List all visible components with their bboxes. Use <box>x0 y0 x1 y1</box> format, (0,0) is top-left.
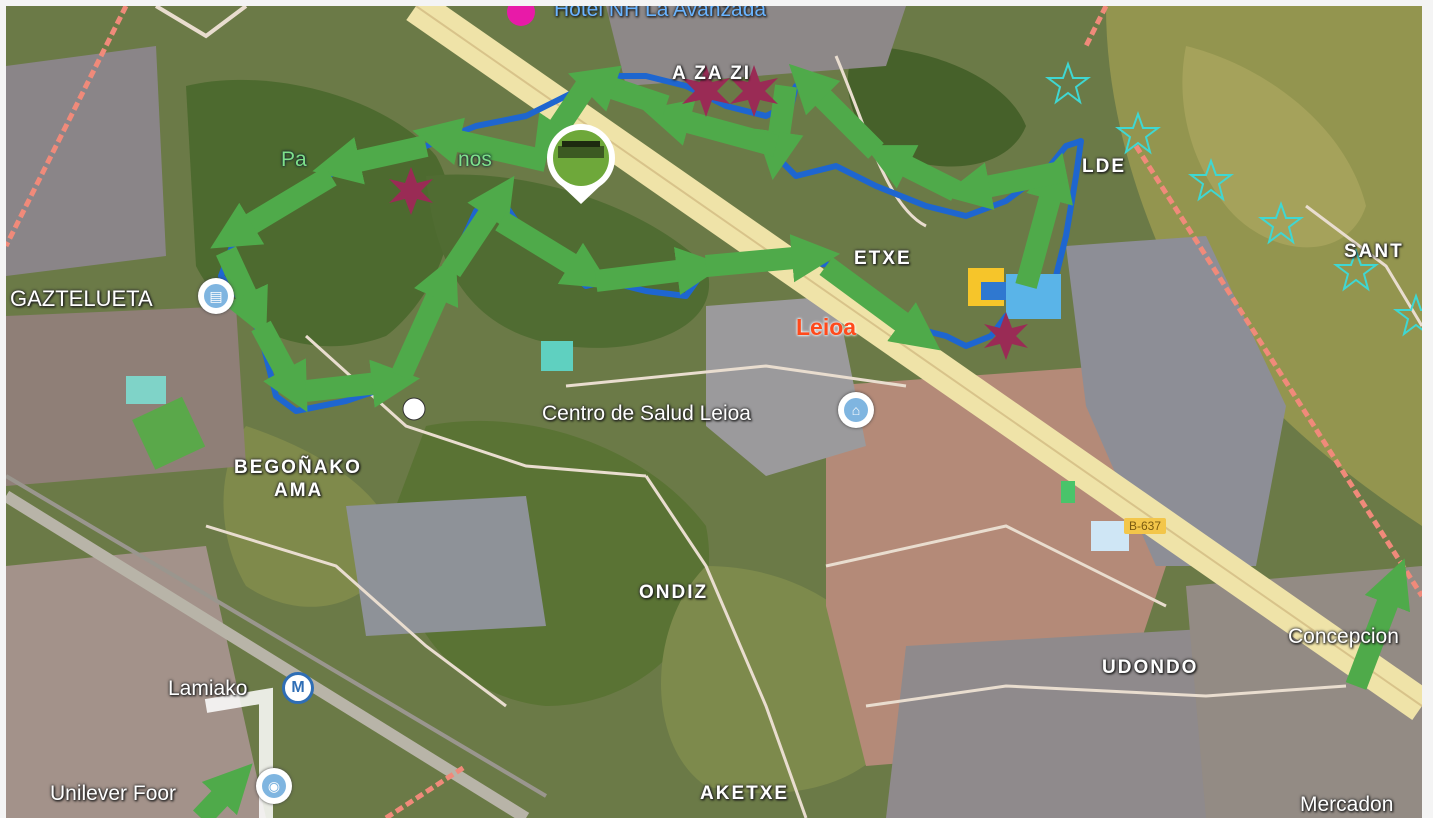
pool <box>541 341 573 371</box>
district-label-aketxe: AKETXE <box>700 783 790 804</box>
district-label-gaztelueta: GAZTELUETA <box>10 286 153 311</box>
maroon-star-icon <box>389 167 433 215</box>
route-segment <box>788 63 884 159</box>
white-dot-marker-icon <box>402 397 426 421</box>
poi-label-concepcion[interactable]: Concepcion <box>1288 625 1399 648</box>
boundary-line <box>6 6 129 248</box>
maroon-star-icon <box>984 312 1028 360</box>
poi-label-unilever[interactable]: Unilever Foor <box>50 782 177 805</box>
cyan-star-icon <box>1258 201 1304 245</box>
street <box>825 524 1167 608</box>
cyan-star-icon <box>1333 248 1379 292</box>
cyan-star-icon <box>1393 293 1422 337</box>
district-label-etxe: ETXE <box>854 248 912 269</box>
hotel-pin-icon <box>507 6 535 26</box>
boundary-line <box>1083 6 1109 48</box>
road-number-badge: B-637 <box>1124 518 1167 534</box>
route-segment <box>755 84 804 180</box>
route-segment <box>412 117 549 172</box>
route-segment <box>495 211 612 289</box>
metro-m-icon[interactable]: M <box>282 672 314 704</box>
route-segment <box>819 257 941 351</box>
district-label-begonako-line1: BEGOÑAKO <box>234 457 362 478</box>
poi-label-lamiako[interactable]: Lamiako <box>168 677 248 700</box>
park-label-start[interactable]: Pa <box>281 148 307 171</box>
street <box>154 6 248 39</box>
street <box>205 524 507 708</box>
district-label-begonako-line2: AMA <box>274 480 324 501</box>
urban-area <box>346 496 546 636</box>
main-road-edge <box>415 6 1422 707</box>
route-segment <box>441 175 515 278</box>
pool <box>126 376 166 404</box>
blue-circle-pin-icon[interactable]: ◉ <box>256 768 292 804</box>
route-segment <box>594 246 726 295</box>
street <box>1305 204 1422 327</box>
field-area <box>1106 6 1422 526</box>
maroon-star-icon <box>682 65 730 117</box>
poi-label-mercadon[interactable]: Mercadon <box>1300 793 1394 816</box>
field-area <box>1182 46 1366 248</box>
route-segment <box>210 166 337 249</box>
maroon-star-icon <box>730 65 778 117</box>
route-segment <box>568 65 670 117</box>
blue-circle-pin-icon[interactable]: ⌂ <box>838 392 874 428</box>
green-marker-icon <box>1061 481 1075 503</box>
poi-label-centro-salud[interactable]: Centro de Salud Leioa <box>542 402 751 425</box>
forest-area <box>847 46 1026 167</box>
urban-area <box>1186 566 1422 818</box>
urban-area <box>6 46 166 276</box>
railway <box>6 490 530 818</box>
route-segment <box>304 359 421 408</box>
hotel-label[interactable]: Hotel NH La Avanzada <box>554 6 767 21</box>
route-layer <box>193 63 1410 818</box>
district-label-sant: SANT <box>1344 241 1404 262</box>
photo-marker-icon <box>547 124 615 204</box>
route-segment <box>532 79 596 167</box>
route-segment <box>942 160 1069 210</box>
street <box>865 684 1347 708</box>
route-segment <box>864 145 961 201</box>
cyan-star-icon <box>1115 111 1161 155</box>
railway-edge <box>6 474 548 798</box>
sports-field <box>132 396 206 470</box>
forest-area <box>394 420 710 706</box>
cyan-star-icon <box>1045 61 1091 105</box>
route-segment <box>705 234 841 283</box>
boundary-line <box>1133 144 1422 598</box>
town-label-leioa[interactable]: Leioa <box>796 314 857 340</box>
district-label-ondiz: ONDIZ <box>639 582 709 603</box>
metro-symbol: M <box>291 679 305 696</box>
street <box>565 364 907 388</box>
highlight-block-blue <box>981 282 1006 300</box>
route-segment <box>251 320 308 413</box>
route-segment <box>1345 558 1410 690</box>
route-segment <box>390 253 459 381</box>
blue-circle-pin-icon[interactable]: ▤ <box>198 278 234 314</box>
map-view[interactable]: ▤ ⌂ ◉ M B-637 Hotel NH La Avanzada A ZA … <box>6 6 1422 818</box>
route-segment <box>1015 152 1073 289</box>
field-area <box>223 426 396 607</box>
cyan-star-icon <box>1188 158 1234 202</box>
school-icon <box>1091 521 1129 551</box>
district-label-lde: LDE <box>1082 156 1126 177</box>
urban-area <box>706 296 866 476</box>
route-segment <box>216 246 268 338</box>
street <box>644 475 808 818</box>
route-segment <box>312 135 429 185</box>
route-segment <box>193 763 253 818</box>
district-label-udondo: UDONDO <box>1102 657 1199 678</box>
boundary-line <box>384 763 468 818</box>
route-segment <box>642 99 779 157</box>
park-label-end[interactable]: nos <box>458 148 492 171</box>
green-arrow-route <box>193 63 1410 818</box>
district-label-altzaga: A ZA ZI <box>672 63 752 84</box>
waypoint-layer <box>389 6 1422 551</box>
